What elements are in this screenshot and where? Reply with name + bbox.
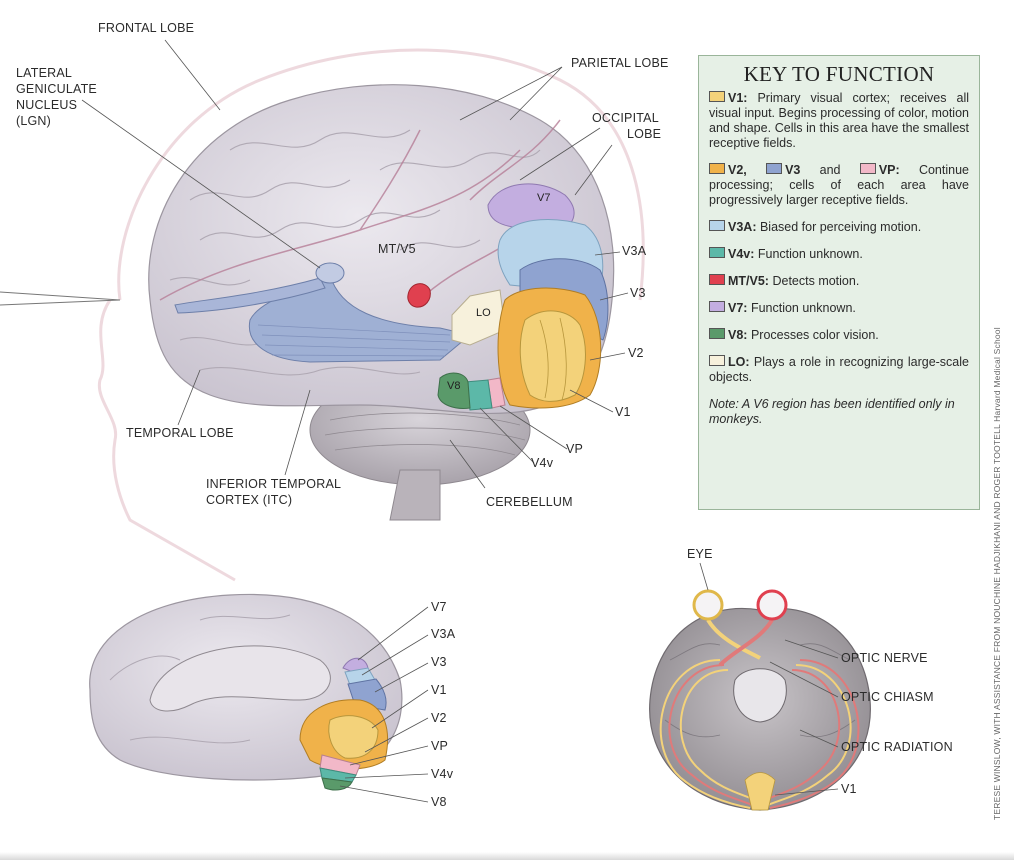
label-lgn-3: NUCLEUS [16, 98, 78, 112]
key-entry-v4v: V4v: Function unknown. [709, 247, 969, 262]
key-text-v3a: Biased for perceiving motion. [759, 220, 922, 234]
bottom-strip [0, 852, 1014, 860]
swatch-vp [859, 163, 876, 174]
key-entry-v8: V8: Processes color vision. [709, 328, 969, 343]
swatch-mt-v5 [709, 274, 725, 285]
medial-label-v1: V1 [431, 683, 447, 697]
label-parietal-lobe: PARIETAL LOBE [571, 56, 669, 70]
key-code-v3a: V3A: [728, 220, 757, 234]
key-entry-mt-v5: MT/V5: Detects motion. [709, 274, 969, 289]
key-code-vp: VP: [878, 163, 900, 177]
key-joiner-and: and [819, 163, 841, 177]
area-v1 [519, 310, 586, 402]
label-v7: V7 [537, 192, 551, 204]
key-entry-v7: V7: Function unknown. [709, 301, 969, 316]
medial-label-v3a: V3A [431, 627, 456, 641]
v1-ventral [744, 772, 776, 811]
brainstem [389, 469, 441, 521]
swatch-v3a [709, 220, 725, 231]
brainstem-ventral [733, 668, 787, 723]
key-text-lo: Plays a role in recognizing large-scale … [709, 355, 969, 384]
key-text-v2: Continue processing; cells of each area … [709, 163, 969, 207]
label-itc-2: CORTEX (ITC) [206, 493, 293, 507]
key-to-function: KEY TO FUNCTION V1: Primary visual corte… [698, 55, 980, 510]
label-optic-nerve: OPTIC NERVE [841, 651, 928, 665]
corpus-callosum [149, 645, 331, 712]
medial-v1 [328, 715, 379, 759]
area-v7 [487, 183, 575, 231]
label-lgn-4: (LGN) [16, 114, 52, 128]
swatch-lo [709, 355, 725, 366]
head-outline [117, 48, 645, 301]
eye-right [756, 589, 788, 621]
area-v8 [437, 372, 471, 409]
key-code-v2: V2, [728, 163, 747, 177]
label-occipital-2: LOBE [627, 127, 662, 141]
label-lgn-1: LATERAL [16, 66, 73, 80]
key-text-mt-v5: Detects motion. [772, 274, 860, 288]
label-vp: VP [566, 442, 584, 456]
key-text-v4v: Function unknown. [757, 247, 863, 261]
optic-radiation-curves [659, 659, 860, 809]
swatch-v3 [766, 163, 783, 174]
key-code-v3: V3 [785, 163, 801, 177]
medial-label-vp: VP [431, 739, 449, 753]
label-frontal-lobe: FRONTAL LOBE [98, 21, 195, 35]
swatch-v7 [709, 301, 725, 312]
key-text-v7: Function unknown. [750, 301, 856, 315]
label-v3a: V3A [622, 244, 647, 258]
label-temporal-lobe: TEMPORAL LOBE [126, 426, 234, 440]
label-lo: LO [476, 307, 491, 319]
medial-label-v3: V3 [431, 655, 447, 669]
key-code-mt-v5: MT/V5: [728, 274, 769, 288]
key-entry-v2-v3-vp: V2, V3 and VP: Continue processing; cell… [709, 163, 969, 208]
swatch-v2 [709, 163, 725, 174]
medial-label-v2: V2 [431, 711, 447, 725]
medial-label-v7: V7 [431, 600, 447, 614]
key-title: KEY TO FUNCTION [743, 62, 935, 86]
key-entry-v1: V1: Primary visual cortex; receives all … [709, 91, 969, 151]
label-v1: V1 [615, 405, 631, 419]
label-v4v: V4v [531, 456, 554, 470]
label-occipital-1: OCCIPITAL [592, 111, 659, 125]
label-v1-ventral: V1 [841, 782, 857, 796]
optic-nerves [706, 618, 774, 667]
label-eye: EYE [687, 547, 713, 561]
medial-label-v4v: V4v [431, 767, 454, 781]
key-code-lo: LO: [728, 355, 750, 369]
label-mt-v5: MT/V5 [378, 242, 416, 256]
label-optic-chiasm: OPTIC CHIASM [841, 690, 934, 704]
key-code-v7: V7: [728, 301, 748, 315]
key-note: Note: A V6 region has been identified on… [709, 397, 955, 426]
swatch-v1 [709, 91, 725, 102]
lgn [315, 262, 345, 284]
key-code-v8: V8: [728, 328, 748, 342]
illustration-credit: TERESE WINSLOW, WITH ASSISTANCE FROM NOU… [992, 327, 1002, 820]
swatch-v4v [709, 247, 725, 258]
optic-nerve-lines [0, 291, 121, 306]
swatch-v8 [709, 328, 725, 339]
medial-label-v8: V8 [431, 795, 447, 809]
key-code-v1: V1: [728, 91, 748, 105]
label-v3: V3 [630, 286, 646, 300]
label-itc-1: INFERIOR TEMPORAL [206, 477, 342, 491]
face-outline [97, 299, 236, 582]
key-text-v1: Primary visual cortex; receives all visu… [709, 91, 969, 150]
key-entry-lo: LO: Plays a role in recognizing large-sc… [709, 355, 969, 385]
area-mt-v5 [407, 283, 431, 308]
label-v2: V2 [628, 346, 644, 360]
label-lgn-2: GENICULATE [16, 82, 97, 96]
label-optic-radiation: OPTIC RADIATION [841, 740, 953, 754]
eye-left [692, 589, 724, 621]
key-entry-v3a: V3A: Biased for perceiving motion. [709, 220, 969, 235]
label-cerebellum: CEREBELLUM [486, 495, 573, 509]
label-v8: V8 [447, 380, 461, 392]
optic-tract [174, 277, 326, 314]
key-text-v8: Processes color vision. [750, 328, 879, 342]
key-code-v4v: V4v: [728, 247, 755, 261]
